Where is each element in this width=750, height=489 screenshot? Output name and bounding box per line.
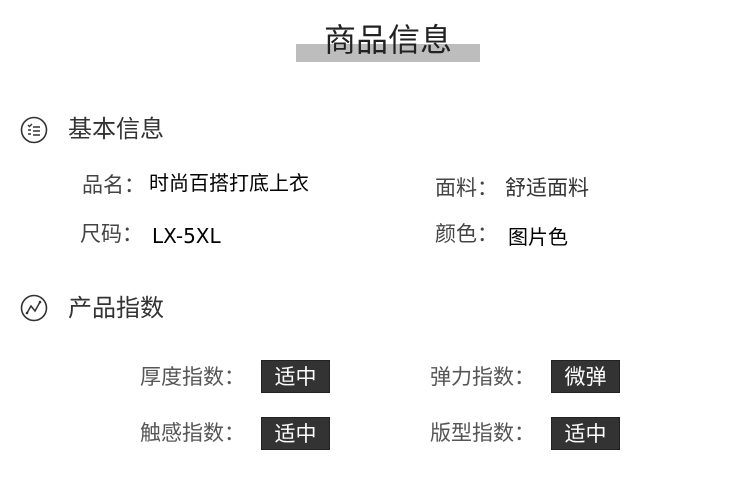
fit-badge: 适中: [551, 417, 620, 450]
thickness-badge: 适中: [261, 360, 330, 393]
color-value: 图片色: [508, 225, 568, 249]
elasticity-label: 弹力指数：: [430, 365, 535, 389]
list-icon: [20, 116, 48, 144]
page-title: 商品信息: [323, 21, 452, 59]
name-label: 品名：: [82, 173, 145, 197]
fit-label: 版型指数：: [430, 421, 535, 445]
elasticity-badge: 微弹: [551, 360, 620, 393]
name-value: 时尚百搭打底上衣: [149, 171, 309, 195]
touch-badge: 适中: [261, 417, 330, 450]
basic-info-heading: 基本信息: [68, 115, 164, 143]
fabric-value: 舒适面料: [505, 176, 589, 200]
size-value: LX-5XL: [152, 224, 221, 248]
size-label: 尺码：: [80, 222, 143, 246]
color-label: 颜色：: [435, 222, 498, 246]
touch-label: 触感指数：: [140, 421, 245, 445]
title-underline-bar: [296, 44, 480, 62]
product-index-heading: 产品指数: [68, 294, 164, 322]
trend-chart-icon: [20, 294, 48, 322]
fabric-label: 面料：: [435, 176, 498, 200]
thickness-label: 厚度指数：: [140, 365, 245, 389]
